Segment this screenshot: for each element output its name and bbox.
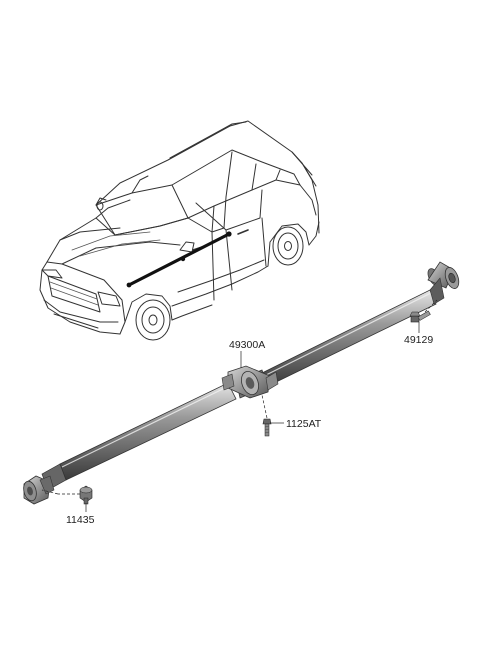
bolt-1125AT: [262, 418, 272, 437]
shaft-location-indicator: [126, 231, 232, 288]
leader-lines: [41, 299, 438, 512]
front-shaft-tube: [59, 382, 237, 481]
bolt-49129: [409, 310, 431, 323]
vehicle-illustration: [39, 120, 320, 341]
center-bearing: [221, 365, 279, 399]
part-number-label-center-bearing: 49300A: [229, 339, 266, 351]
part-number-label-front-bolt: 11435: [66, 514, 95, 526]
rear-flange-joint: [427, 261, 460, 305]
bolt-11435: [79, 485, 93, 505]
front-flange-joint: [23, 475, 55, 505]
part-number-label-bearing-bolt: 1125AT: [286, 418, 322, 430]
part-number-label-rear-bolt: 49129: [404, 334, 434, 346]
